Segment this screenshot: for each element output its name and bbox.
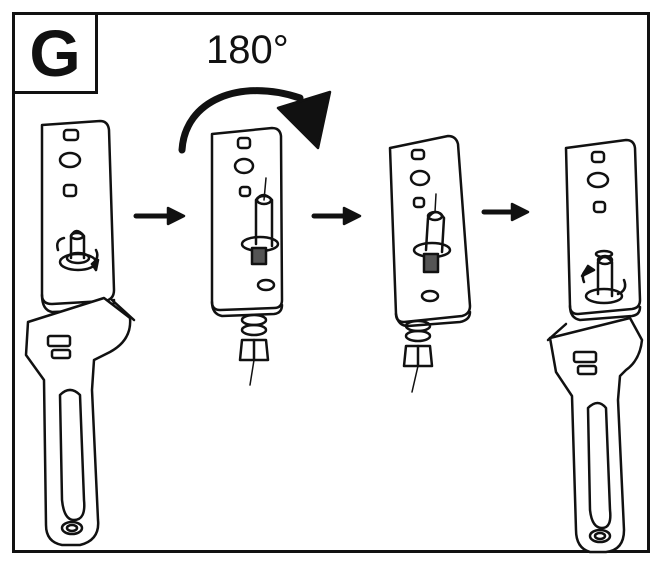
stage-2-flipped-plate [210, 126, 284, 386]
rotate-clockwise-arrow-icon [178, 87, 332, 154]
stage-4-plate-with-wrench [546, 138, 644, 554]
diagram-frame [12, 12, 650, 553]
step-badge: G [12, 12, 98, 94]
stage-1-plate-with-wrench [24, 119, 136, 547]
step-letter: G [29, 16, 81, 90]
rotation-label: 180° [206, 28, 289, 72]
stage-3-tilted-plate [388, 134, 472, 393]
right-arrow-icon [481, 202, 530, 222]
right-arrow-icon [311, 206, 362, 226]
right-arrow-icon [133, 206, 186, 226]
